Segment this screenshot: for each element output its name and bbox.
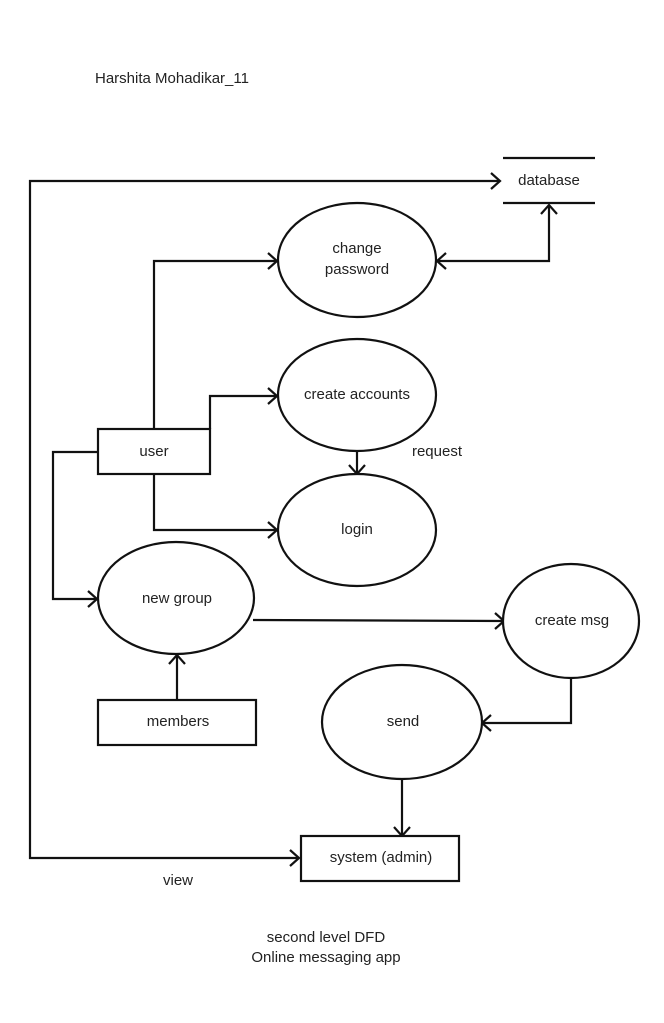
create-accounts-arrowhead — [267, 387, 279, 405]
user-to-change-password-line — [152, 259, 277, 429]
create-msg-to-send-line — [482, 678, 573, 725]
change-password-arrowhead — [267, 252, 279, 270]
create-accounts-label: create accounts — [304, 386, 410, 403]
entity-system-admin: system (admin) — [299, 834, 461, 883]
login-label: login — [341, 521, 373, 538]
process-login: login — [276, 472, 438, 588]
system-admin-label: system (admin) — [330, 849, 433, 866]
new-group-label: new group — [142, 590, 212, 607]
entity-members: members — [96, 698, 258, 747]
database-up-arrowhead — [540, 203, 558, 215]
process-send: send — [320, 663, 484, 781]
user-to-create-accounts-line — [208, 394, 277, 429]
system-admin-arrowhead — [289, 849, 301, 867]
send-label: send — [387, 713, 420, 730]
database-store: database — [503, 156, 595, 205]
caption-line-1: second level DFD — [267, 929, 386, 946]
caption-line-2: Online messaging app — [251, 949, 400, 966]
members-label: members — [147, 713, 210, 730]
database-arrowhead — [490, 172, 502, 190]
user-to-new-group-line — [51, 450, 98, 601]
user-label: user — [139, 443, 168, 460]
author-title: Harshita Mohadikar_11 — [95, 70, 249, 87]
database-label: database — [518, 172, 580, 189]
process-create-accounts: create accounts — [276, 337, 438, 453]
change-password-label-2: password — [325, 261, 389, 278]
change-password-label-1: change — [332, 240, 381, 257]
process-change-password: change password — [276, 201, 438, 319]
view-label: view — [163, 872, 193, 889]
create-msg-label: create msg — [535, 612, 609, 629]
new-group-to-create-msg-line — [252, 618, 505, 623]
process-new-group: new group — [96, 540, 256, 656]
user-to-login-line — [152, 474, 277, 532]
new-group-up-arrowhead — [168, 653, 186, 665]
process-create-msg: create msg — [501, 562, 641, 680]
change-password-in-arrowhead — [435, 252, 447, 270]
request-label: request — [412, 443, 463, 460]
view-flow-line — [28, 179, 500, 860]
entity-user: user — [96, 427, 212, 476]
change-password-database-line — [437, 205, 551, 263]
login-in-arrowhead — [267, 521, 279, 539]
